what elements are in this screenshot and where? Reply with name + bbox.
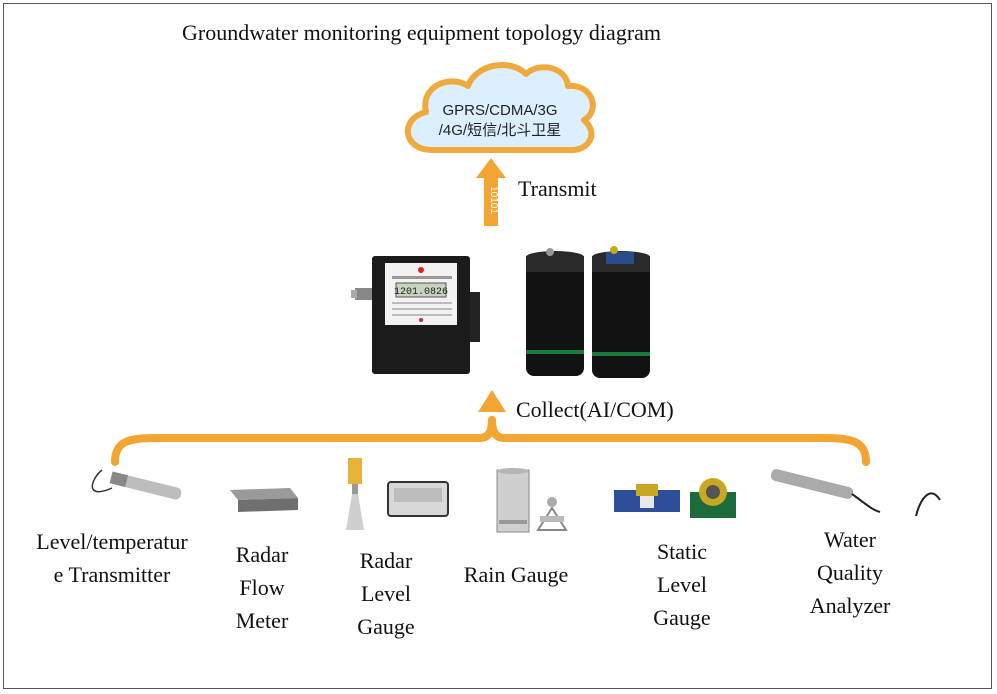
transmit-label: Transmit — [518, 176, 597, 201]
cloud-label-line2: /4G/短信/北斗卫星 — [438, 122, 562, 139]
static-level-gauge-icon — [614, 478, 736, 518]
sensor-label-line: Gauge — [653, 605, 711, 630]
device-screen-text: 1201.0826 — [394, 287, 448, 298]
sensor-label-water-quality-analyzer: Water Quality Analyzer — [800, 523, 900, 622]
cloud-label-line1: GPRS/CDMA/3G — [442, 102, 558, 119]
sensor-label-line: Water — [824, 527, 876, 552]
page-title: Groundwater monitoring equipment topolog… — [182, 20, 662, 45]
sensor-label-line: Level — [360, 581, 412, 606]
sensor-label-line: Static — [656, 539, 708, 564]
sensor-label-line: Level/temperatur — [36, 529, 188, 554]
sensor-label-line: Analyzer — [809, 593, 891, 618]
radar-level-gauge-icon — [346, 458, 449, 530]
sensor-label-line: Meter — [235, 608, 289, 633]
cloud-label: GPRS/CDMA/3G /4G/短信/北斗卫星 — [415, 101, 585, 141]
sensor-label-line: Radar — [235, 542, 289, 567]
sensor-label-line: Flow — [239, 575, 285, 600]
diagram-frame — [3, 3, 992, 689]
sensor-label-radar-flow-meter: Radar Flow Meter — [220, 538, 304, 637]
water-quality-analyzer-icon — [770, 469, 941, 517]
collect-arrow — [111, 390, 870, 466]
sensor-label-line: e Transmitter — [53, 562, 171, 587]
sensor-label-radar-level-gauge: Radar Level Gauge — [344, 544, 428, 643]
arrow-code-text: 10101 — [488, 186, 499, 214]
sensor-label-line: Rain Gauge — [463, 562, 569, 587]
level-temperature-transmitter-icon — [91, 469, 182, 500]
sensor-label-static-level-gauge: Static Level Gauge — [640, 535, 724, 634]
transmit-arrow: 10101 — [476, 158, 506, 226]
sensor-label-line: Radar — [359, 548, 413, 573]
data-logger-device: 1201.0826 — [351, 256, 480, 374]
cloud-icon — [405, 62, 596, 154]
sensor-label-level-temperature: Level/temperatur e Transmitter — [24, 525, 200, 591]
sensor-label-line: Gauge — [357, 614, 415, 639]
rain-gauge-icon — [496, 468, 568, 533]
cylinder-logger-right — [592, 246, 650, 378]
collect-label: Collect(AI/COM) — [516, 397, 674, 422]
sensor-label-rain-gauge: Rain Gauge — [450, 558, 582, 591]
sensor-label-line: Level — [656, 572, 708, 597]
cylinder-logger-left — [526, 248, 584, 376]
radar-flow-meter-icon — [230, 488, 298, 512]
sensor-label-line: Quality — [817, 560, 883, 585]
